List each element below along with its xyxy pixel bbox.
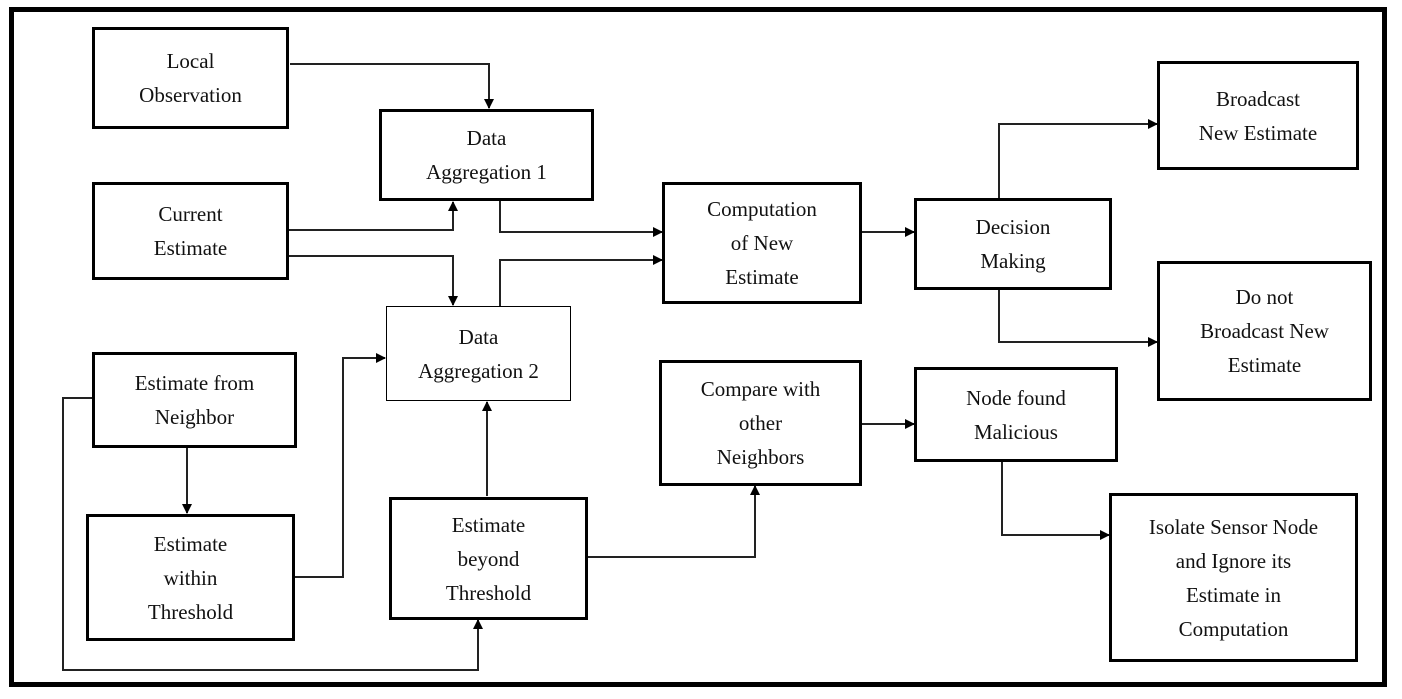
node-node-found-malicious-label: Node found Malicious <box>966 385 1066 444</box>
node-data-aggregation-1: Data Aggregation 1 <box>379 109 594 201</box>
node-local-observation-label: Local Observation <box>139 49 242 107</box>
arrow-local-to-agg1 <box>290 63 494 109</box>
node-computation-new-estimate: Computation of New Estimate <box>662 182 862 304</box>
node-data-aggregation-2: Data Aggregation 2 <box>386 306 571 401</box>
arrow-current-to-agg1 <box>289 201 458 231</box>
arrow-decision-to-broadcast <box>998 119 1158 198</box>
arrow-beyond-to-compare <box>588 485 760 558</box>
node-data-aggregation-2-label: Data Aggregation 2 <box>418 324 539 383</box>
diagram-frame <box>9 7 1387 687</box>
node-estimate-from-neighbor: Estimate from Neighbor <box>92 352 297 448</box>
arrow-agg2-to-computation <box>499 255 663 306</box>
node-isolate-sensor-node: Isolate Sensor Node and Ignore its Estim… <box>1109 493 1358 662</box>
node-compare-other-neighbors-label: Compare with other Neighbors <box>700 377 821 469</box>
node-estimate-within-threshold-label: Estimate within Threshold <box>147 531 234 624</box>
node-broadcast-new-estimate-label: Broadcast New Estimate <box>1198 86 1318 145</box>
node-current-estimate-label: Current Estimate <box>153 202 228 260</box>
arrow-within-to-agg2 <box>295 353 386 578</box>
node-estimate-from-neighbor-label: Estimate from Neighbor <box>134 371 255 429</box>
node-decision-making-label: Decision Making <box>975 215 1051 273</box>
arrow-malicious-to-isolate <box>1001 462 1110 540</box>
node-do-not-broadcast: Do not Broadcast New Estimate <box>1157 261 1372 401</box>
node-data-aggregation-1-label: Data Aggregation 1 <box>426 126 547 184</box>
node-estimate-beyond-threshold-label: Estimate beyond Threshold <box>445 512 532 605</box>
node-computation-new-estimate-label: Computation of New Estimate <box>707 197 817 289</box>
node-decision-making: Decision Making <box>914 198 1112 290</box>
arrow-decision-to-donot <box>998 290 1158 347</box>
node-local-observation: Local Observation <box>92 27 289 129</box>
node-broadcast-new-estimate: Broadcast New Estimate <box>1157 61 1359 170</box>
node-compare-other-neighbors: Compare with other Neighbors <box>659 360 862 486</box>
node-do-not-broadcast-label: Do not Broadcast New Estimate <box>1200 285 1329 377</box>
arrow-current-to-agg2 <box>289 255 458 306</box>
arrow-neighbor-to-beyond <box>62 397 483 671</box>
arrow-agg1-to-computation <box>499 200 663 237</box>
node-node-found-malicious: Node found Malicious <box>914 367 1118 462</box>
node-estimate-within-threshold: Estimate within Threshold <box>86 514 295 641</box>
node-isolate-sensor-node-label: Isolate Sensor Node and Ignore its Estim… <box>1148 514 1319 641</box>
node-estimate-beyond-threshold: Estimate beyond Threshold <box>389 497 588 620</box>
node-current-estimate: Current Estimate <box>92 182 289 280</box>
